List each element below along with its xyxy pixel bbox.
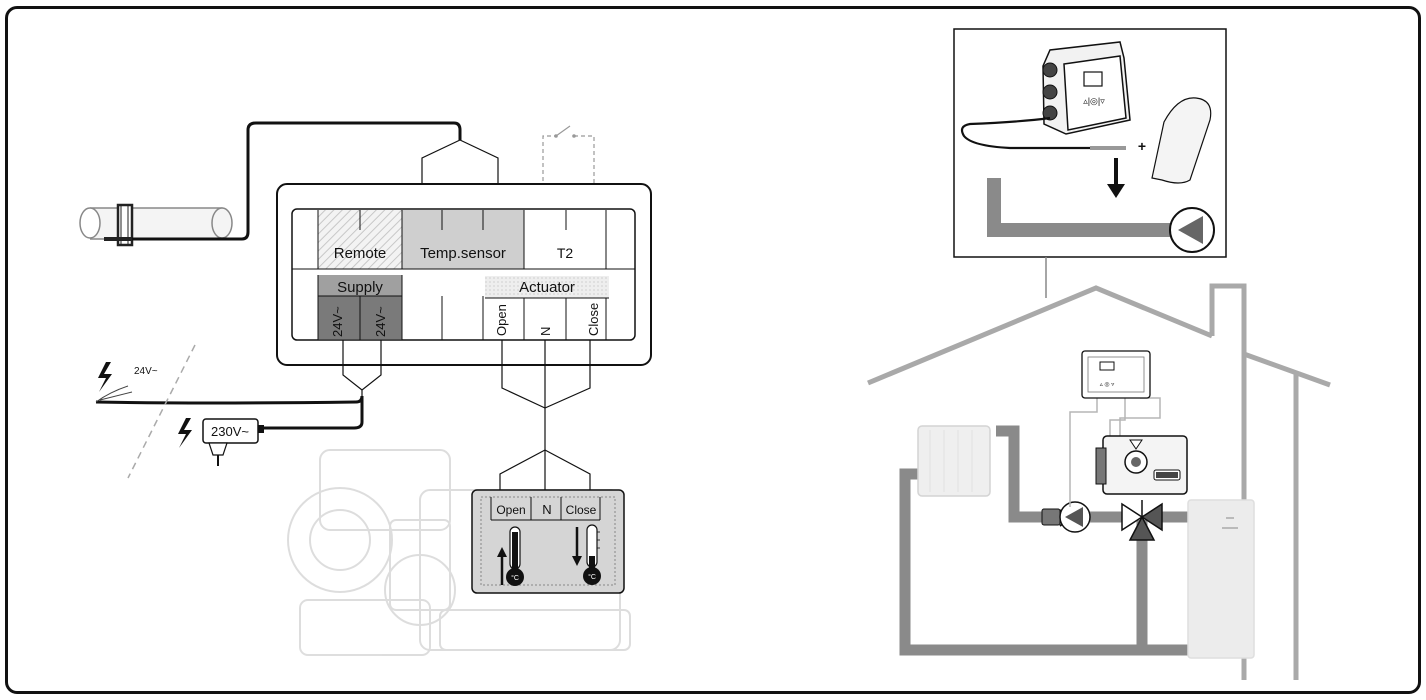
house-outline (867, 283, 1331, 680)
thermal-paste-icon (1151, 97, 1212, 184)
device-sensor-cable (960, 116, 1090, 150)
power-cable (95, 395, 364, 430)
panel-close-label: Close (566, 503, 597, 517)
panel-n-label: N (542, 502, 551, 517)
v230-label: 230V~ (211, 424, 249, 439)
supply-24v-label-2: 24V~ (373, 306, 388, 337)
temp-sensor-terminal (402, 210, 524, 269)
wall-controller: ▵ ◎ ▿ (1081, 350, 1151, 399)
remote-label: Remote (334, 245, 387, 262)
supply-label: Supply (337, 279, 383, 296)
boiler-icon (1187, 499, 1255, 659)
actuator-panel (471, 489, 625, 594)
controller-device: ▵|◎|▿ (1042, 41, 1131, 135)
mixing-valve-icon (1121, 500, 1163, 541)
diagram-frame (5, 6, 1421, 694)
detail-pipe (987, 178, 1176, 237)
radiator-icon (917, 425, 991, 497)
heating-pipes (899, 425, 1200, 656)
pipe-with-sensor (79, 203, 233, 247)
t2-label: T2 (557, 245, 574, 261)
thermometer-icon: °C (583, 524, 601, 585)
thermometer-icon: °C (506, 526, 524, 586)
panel-open-label: Open (496, 503, 525, 517)
mains-boundary (127, 344, 196, 479)
lightning-icon (178, 418, 192, 448)
supply-24v-label-1: 24V~ (330, 306, 345, 337)
device-keys: ▵|◎|▿ (1083, 96, 1105, 106)
device-display (1083, 71, 1103, 87)
actuator-open-label: Open (494, 304, 509, 336)
actuator-wires (499, 340, 591, 490)
actuator-close-label: Close (586, 303, 601, 336)
pump-icon (1169, 207, 1215, 253)
temp-sensor-label: Temp.sensor (420, 245, 506, 262)
unit-label-open: °C (511, 574, 519, 582)
actuator-label: Actuator (519, 279, 575, 296)
actuator-n-label: N (538, 327, 553, 336)
valve-actuator (1095, 435, 1188, 495)
control-wiring (1069, 397, 1161, 507)
lightning-icon (98, 362, 112, 392)
wall-controller-keys: ▵ ◎ ▿ (1100, 382, 1115, 388)
actuator-terminal (485, 276, 609, 298)
plug-icon (208, 442, 228, 466)
pump-icon (1059, 501, 1091, 533)
sensor-cable (132, 121, 462, 241)
plus-icon: + (1138, 138, 1146, 154)
v24-label: 24V~ (134, 366, 158, 377)
unit-label-close: °C (588, 573, 596, 581)
